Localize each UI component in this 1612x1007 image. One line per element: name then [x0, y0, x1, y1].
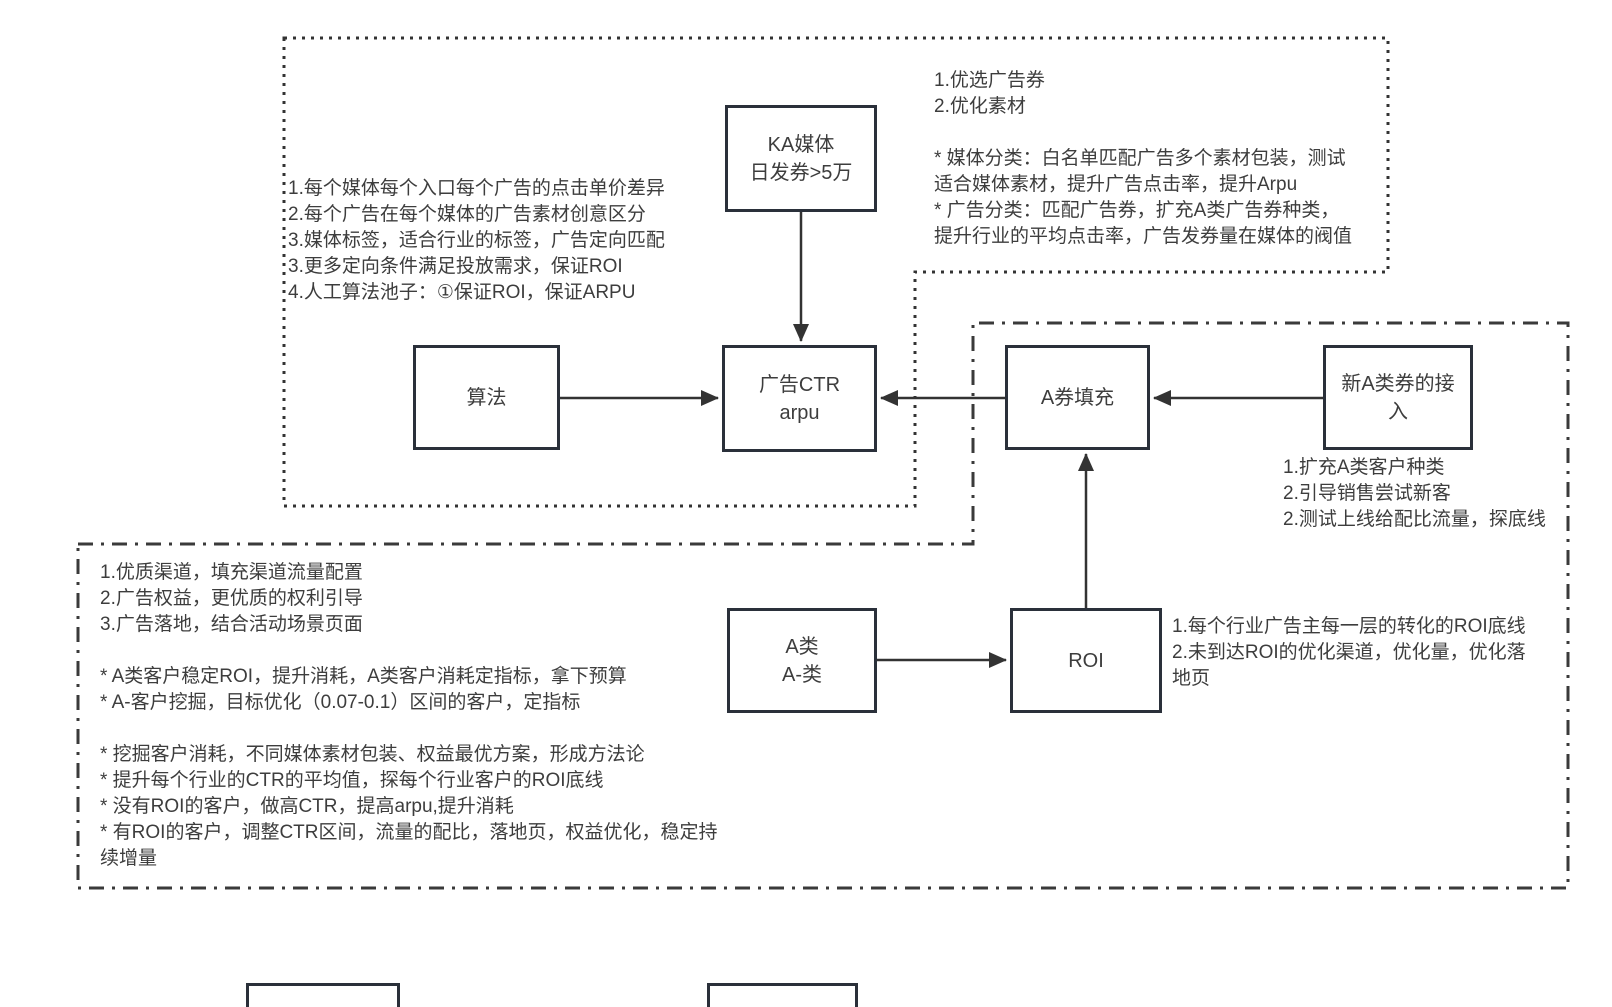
note-line: 3.广告落地，结合活动场景页面	[100, 614, 363, 635]
note-line: 1.优质渠道，填充渠道流量配置	[100, 562, 363, 583]
note-line	[100, 638, 718, 664]
note-line: 2.每个广告在每个媒体的广告素材创意区分	[288, 204, 646, 225]
note-new-a-access: 1.扩充A类客户种类 2.引导销售尝试新客 2.测试上线给配比流量，探底线	[1283, 455, 1546, 533]
node-a-class[interactable]: A类 A-类	[727, 608, 877, 713]
note-line: * 媒体分类：白名单匹配广告多个素材包装，测试	[934, 148, 1346, 169]
note-line: 1.扩充A类客户种类	[1283, 457, 1445, 478]
dotted-group-border	[282, 36, 1390, 508]
note-line: 适合媒体素材，提升广告点击率，提升Arpu	[934, 174, 1298, 195]
note-line: 3.更多定向条件满足投放需求，保证ROI	[288, 256, 623, 277]
note-line: 2.测试上线给配比流量，探底线	[1283, 509, 1546, 530]
note-line: * 提升每个行业的CTR的平均值，探每个行业客户的ROI底线	[100, 770, 604, 791]
note-line: 2.未到达ROI的优化渠道，优化量，优化落	[1172, 642, 1526, 663]
node-ad-ctr-arpu-label-line1: 广告CTR	[758, 373, 841, 396]
node-bottom-middle-partial[interactable]	[707, 983, 858, 1007]
note-line: * 挖掘客户消耗，不同媒体素材包装、权益最优方案，形成方法论	[100, 744, 645, 765]
note-line: * A-客户挖掘，目标优化（0.07-0.1）区间的客户，定指标	[100, 692, 581, 713]
note-line	[934, 120, 1352, 146]
node-bottom-left-partial[interactable]	[246, 983, 400, 1007]
node-ad-ctr-arpu[interactable]: 广告CTR arpu	[722, 345, 877, 452]
note-line: 地页	[1172, 668, 1211, 689]
note-line: 1.每个媒体每个入口每个广告的点击单价差异	[288, 178, 665, 199]
node-a-class-label-line1: A类	[785, 635, 819, 658]
note-line: 2.引导销售尝试新客	[1283, 483, 1451, 504]
note-channel-strategy: 1.优质渠道，填充渠道流量配置 2.广告权益，更优质的权利引导 3.广告落地，结…	[100, 560, 718, 872]
node-a-coupon-fill[interactable]: A券填充	[1005, 345, 1150, 450]
node-ka-media[interactable]: KA媒体 日发券>5万	[725, 105, 877, 212]
node-roi-label: ROI	[1068, 649, 1104, 672]
node-new-a-coupon-access[interactable]: 新A类券的接 入	[1323, 345, 1473, 450]
note-line: 1.优选广告券	[934, 70, 1045, 91]
note-line: 续增量	[100, 848, 158, 869]
node-a-class-label-line2: A-类	[782, 663, 822, 686]
note-line: * 没有ROI的客户，做高CTR，提高arpu,提升消耗	[100, 796, 514, 817]
note-line: * A类客户稳定ROI，提升消耗，A类客户消耗定指标，拿下预算	[100, 666, 627, 687]
node-algorithm[interactable]: 算法	[413, 345, 560, 450]
note-line: 1.每个行业广告主每一层的转化的ROI底线	[1172, 616, 1526, 637]
note-line: 4.人工算法池子：①保证ROI，保证ARPU	[288, 282, 636, 303]
note-media-price: 1.每个媒体每个入口每个广告的点击单价差异 2.每个广告在每个媒体的广告素材创意…	[288, 176, 665, 306]
node-new-a-coupon-access-label-line1: 新A类券的接	[1341, 372, 1455, 395]
note-line	[100, 716, 718, 742]
node-ka-media-label-line1: KA媒体	[767, 133, 835, 156]
note-line: * 有ROI的客户，调整CTR区间，流量的配比，落地页，权益优化，稳定持	[100, 822, 718, 843]
node-ad-ctr-arpu-label-line2: arpu	[779, 401, 820, 424]
note-line: 2.广告权益，更优质的权利引导	[100, 588, 363, 609]
note-coupon-material: 1.优选广告券 2.优化素材 * 媒体分类：白名单匹配广告多个素材包装，测试 适…	[934, 68, 1352, 250]
node-ka-media-label-line2: 日发券>5万	[749, 161, 853, 184]
note-line: 2.优化素材	[934, 96, 1026, 117]
node-algorithm-label: 算法	[466, 386, 507, 409]
node-new-a-coupon-access-label-line2: 入	[1388, 400, 1408, 423]
node-roi[interactable]: ROI	[1010, 608, 1162, 713]
note-roi-bottomline: 1.每个行业广告主每一层的转化的ROI底线 2.未到达ROI的优化渠道，优化量，…	[1172, 614, 1526, 692]
note-line: 3.媒体标签，适合行业的标签，广告定向匹配	[288, 230, 665, 251]
note-line: * 广告分类：匹配广告券，扩充A类广告券种类，	[934, 200, 1340, 221]
note-line: 提升行业的平均点击率，广告发券量在媒体的阀值	[934, 226, 1353, 247]
node-a-coupon-fill-label: A券填充	[1040, 386, 1115, 409]
dashdot-group-border	[76, 321, 1570, 890]
